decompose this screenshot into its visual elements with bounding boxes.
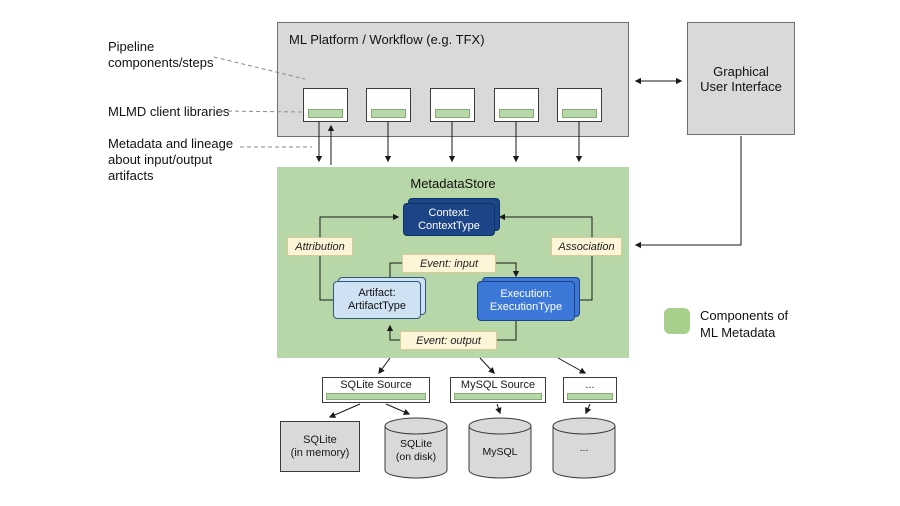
legend-green-swatch — [664, 308, 690, 334]
cylinder-shape — [468, 417, 532, 479]
source-green-bar — [567, 393, 613, 400]
cylinder-shape — [384, 417, 448, 479]
annotation-pipeline-components: Pipeline components/steps — [108, 39, 214, 70]
mlmd-client-library-bar — [562, 109, 597, 118]
mlmd-client-library-bar — [371, 109, 406, 118]
pipeline-component-box — [303, 88, 348, 122]
mlmd-client-library-bar — [499, 109, 534, 118]
database-mysql: MySQL — [468, 417, 532, 479]
legend-label: Components of ML Metadata — [700, 308, 789, 340]
arrow-sqlite-source-to-memory — [328, 403, 361, 418]
pipeline-component-box — [430, 88, 475, 122]
pipeline-component-box — [494, 88, 539, 122]
arrow-mysql-source-to-db — [495, 403, 502, 415]
arrow-gui-to-store — [634, 136, 742, 249]
database-sqlite-memory: SQLite (in memory) — [280, 421, 360, 472]
association-label: Association — [551, 237, 622, 256]
database-other: ... — [552, 417, 616, 479]
execution-node: Execution: ExecutionType — [477, 281, 575, 321]
pipeline-component-box — [366, 88, 411, 122]
annotation-metadata-lineage: Metadata and lineage about input/output … — [108, 136, 234, 183]
context-node: Context: ContextType — [403, 203, 495, 236]
other-source-label: ... — [585, 379, 595, 391]
source-green-bar — [326, 393, 426, 400]
sqlite-source-label: SQLite Source — [340, 379, 412, 391]
arrow-other-source-to-db — [585, 403, 592, 415]
database-label: MySQL — [482, 446, 518, 458]
ml-platform-title: ML Platform / Workflow (e.g. TFX) — [289, 32, 485, 47]
source-green-bar — [454, 393, 542, 400]
attribution-label: Attribution — [287, 237, 353, 256]
artifact-node: Artifact: ArtifactType — [333, 281, 421, 319]
sqlite-source-box: SQLite Source — [322, 377, 430, 403]
mysql-source-box: MySQL Source — [450, 377, 546, 403]
event-input-label: Event: input — [402, 254, 496, 273]
database-label: SQLite (on disk) — [395, 438, 437, 463]
annotation-mlmd-client-libraries: MLMD client libraries — [108, 104, 230, 119]
other-source-box: ... — [563, 377, 617, 403]
event-output-label: Event: output — [400, 331, 497, 350]
mlmd-client-library-bar — [308, 109, 343, 118]
arrow-store-to-other-source — [557, 357, 587, 374]
arrow-store-to-mysql-source — [479, 357, 495, 374]
arrow-store-to-sqlite-source — [378, 357, 391, 375]
mlmd-client-library-bar — [435, 109, 470, 118]
pipeline-component-box — [557, 88, 602, 122]
cylinder-shape — [552, 417, 616, 479]
arrow-sqlite-source-to-disk — [385, 403, 411, 415]
metadata-store-title: MetadataStore — [410, 176, 496, 191]
database-label: ... — [579, 442, 589, 454]
database-sqlite-disk: SQLite (on disk) — [384, 417, 448, 479]
mysql-source-label: MySQL Source — [460, 379, 536, 391]
graphical-user-interface-box: Graphical User Interface — [687, 22, 795, 135]
